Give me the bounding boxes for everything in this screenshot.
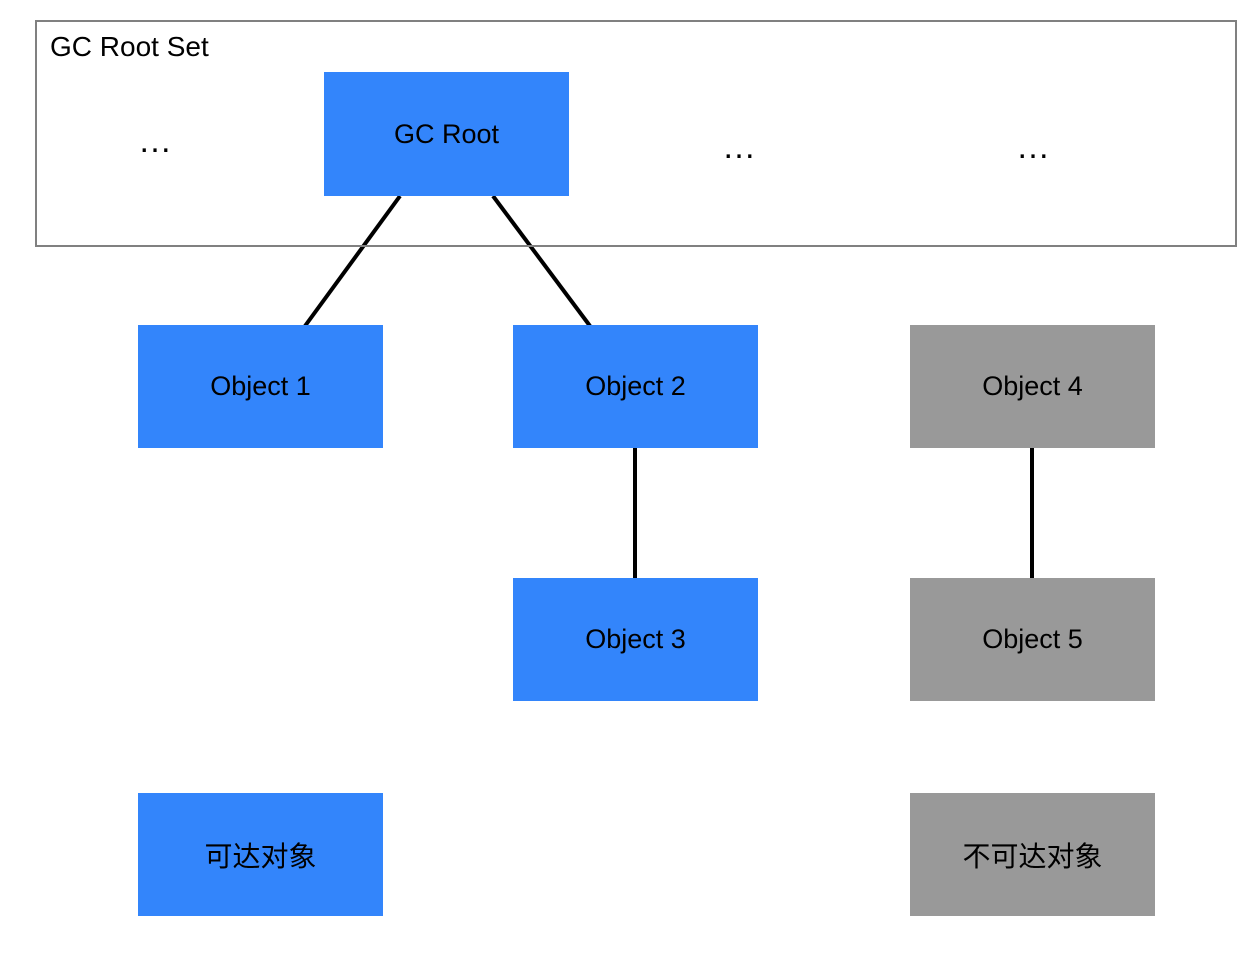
node-object-4-label: Object 4	[982, 371, 1083, 401]
node-object-3[interactable]: Object 3	[513, 578, 758, 701]
node-object-1-label: Object 1	[210, 371, 311, 401]
ellipsis-left: …	[138, 122, 173, 160]
node-object-5[interactable]: Object 5	[910, 578, 1155, 701]
legend-reachable: 可达对象	[138, 793, 383, 916]
node-object-3-label: Object 3	[585, 624, 686, 654]
node-object-2[interactable]: Object 2	[513, 325, 758, 448]
legend-unreachable: 不可达对象	[910, 793, 1155, 916]
node-gc-root-label: GC Root	[393, 118, 500, 149]
ellipsis-middle: …	[722, 128, 757, 166]
legend-reachable-label: 可达对象	[204, 840, 317, 872]
legend-unreachable-label: 不可达对象	[962, 840, 1103, 872]
node-object-2-label: Object 2	[585, 371, 686, 401]
node-object-1[interactable]: Object 1	[138, 325, 383, 448]
node-object-4[interactable]: Object 4	[910, 325, 1155, 448]
node-gc-root[interactable]: GC Root	[324, 72, 569, 196]
gc-root-set-group: GC Root Set	[35, 20, 1237, 247]
node-object-5-label: Object 5	[982, 624, 1083, 654]
ellipsis-right: …	[1016, 128, 1051, 166]
gc-root-set-title: GC Root Set	[50, 31, 209, 62]
